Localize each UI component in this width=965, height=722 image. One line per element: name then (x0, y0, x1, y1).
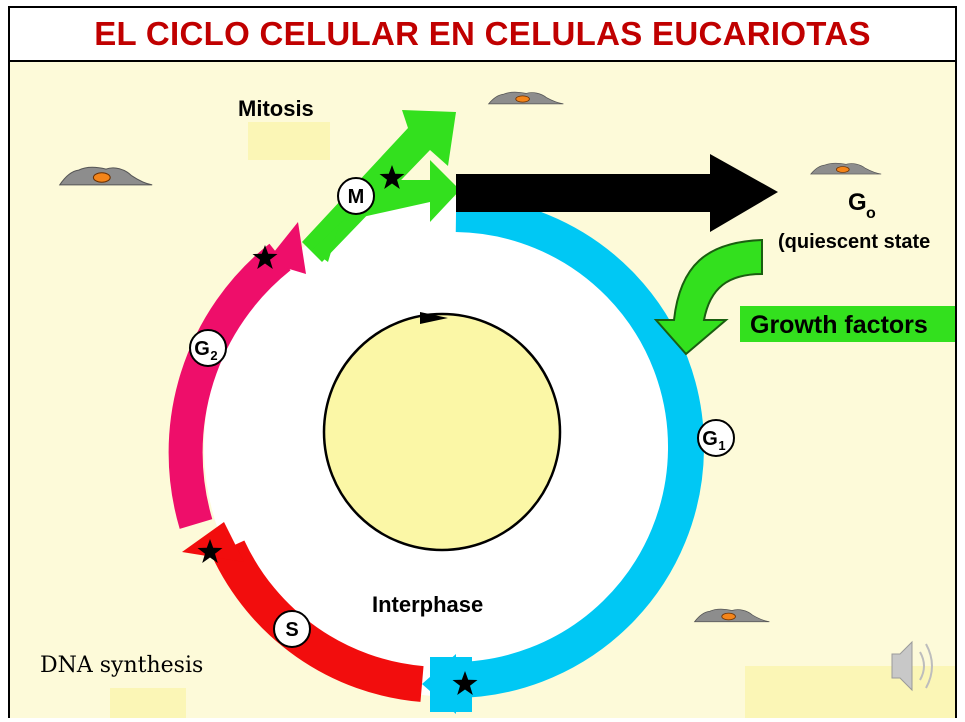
speaker-icon[interactable] (891, 640, 933, 692)
quiescent-label: (quiescent state (778, 231, 930, 253)
g2-band (168, 243, 291, 529)
cell-cycle-diagram: M G 2 G 1 S Mitosis G o (quiescent state (40, 91, 955, 718)
phase-g1: G 1 (697, 419, 735, 457)
dna-synthesis-label: DNA synthesis (40, 653, 203, 678)
g0-subscript: o (866, 205, 876, 222)
s-band (211, 540, 424, 702)
g1-arrowhead (422, 654, 456, 714)
phase-s-label: S (285, 619, 298, 641)
g0-label: G (848, 189, 867, 216)
cell-icon (59, 166, 153, 186)
growth-factors-box (740, 306, 955, 342)
title-bar: EL CICLO CELULAR EN CELULAS EUCARIOTAS (8, 6, 957, 62)
g2-arrowhead (266, 222, 306, 274)
mitosis-label: Mitosis (238, 96, 314, 121)
dna-highlight-box (110, 688, 186, 718)
phase-m-label: M (348, 186, 365, 208)
nucleus-circle (322, 312, 562, 552)
page-title: EL CICLO CELULAR EN CELULAS EUCARIOTAS (94, 15, 871, 52)
diagram-area: M G 2 G 1 S Mitosis G o (quiescent state (8, 62, 957, 718)
nucleus-direction-arrow (420, 312, 448, 324)
cell-icon (810, 162, 882, 175)
phase-s: S (273, 610, 311, 648)
growth-factor-arrow (653, 238, 763, 356)
phase-m: M (337, 177, 375, 215)
phase-g1-sub: 1 (718, 438, 725, 453)
growth-factors-label: Growth factors (750, 311, 928, 339)
phase-g2: G 2 (189, 329, 227, 367)
phase-g1-label: G (702, 428, 718, 450)
phase-g2-label: G (194, 338, 210, 360)
phase-g2-sub: 2 (210, 348, 217, 363)
mitosis-arrow-inner (312, 160, 460, 262)
mitosis-highlight-box (248, 122, 330, 160)
interphase-label: Interphase (372, 592, 483, 617)
s-arrowhead (182, 522, 244, 562)
corner-highlight-box (745, 666, 955, 718)
g1-band (449, 196, 704, 699)
cell-icon (694, 608, 770, 623)
go-arrow (456, 154, 778, 232)
cell-icon (488, 91, 564, 105)
mitosis-arrow-outer (302, 110, 456, 262)
